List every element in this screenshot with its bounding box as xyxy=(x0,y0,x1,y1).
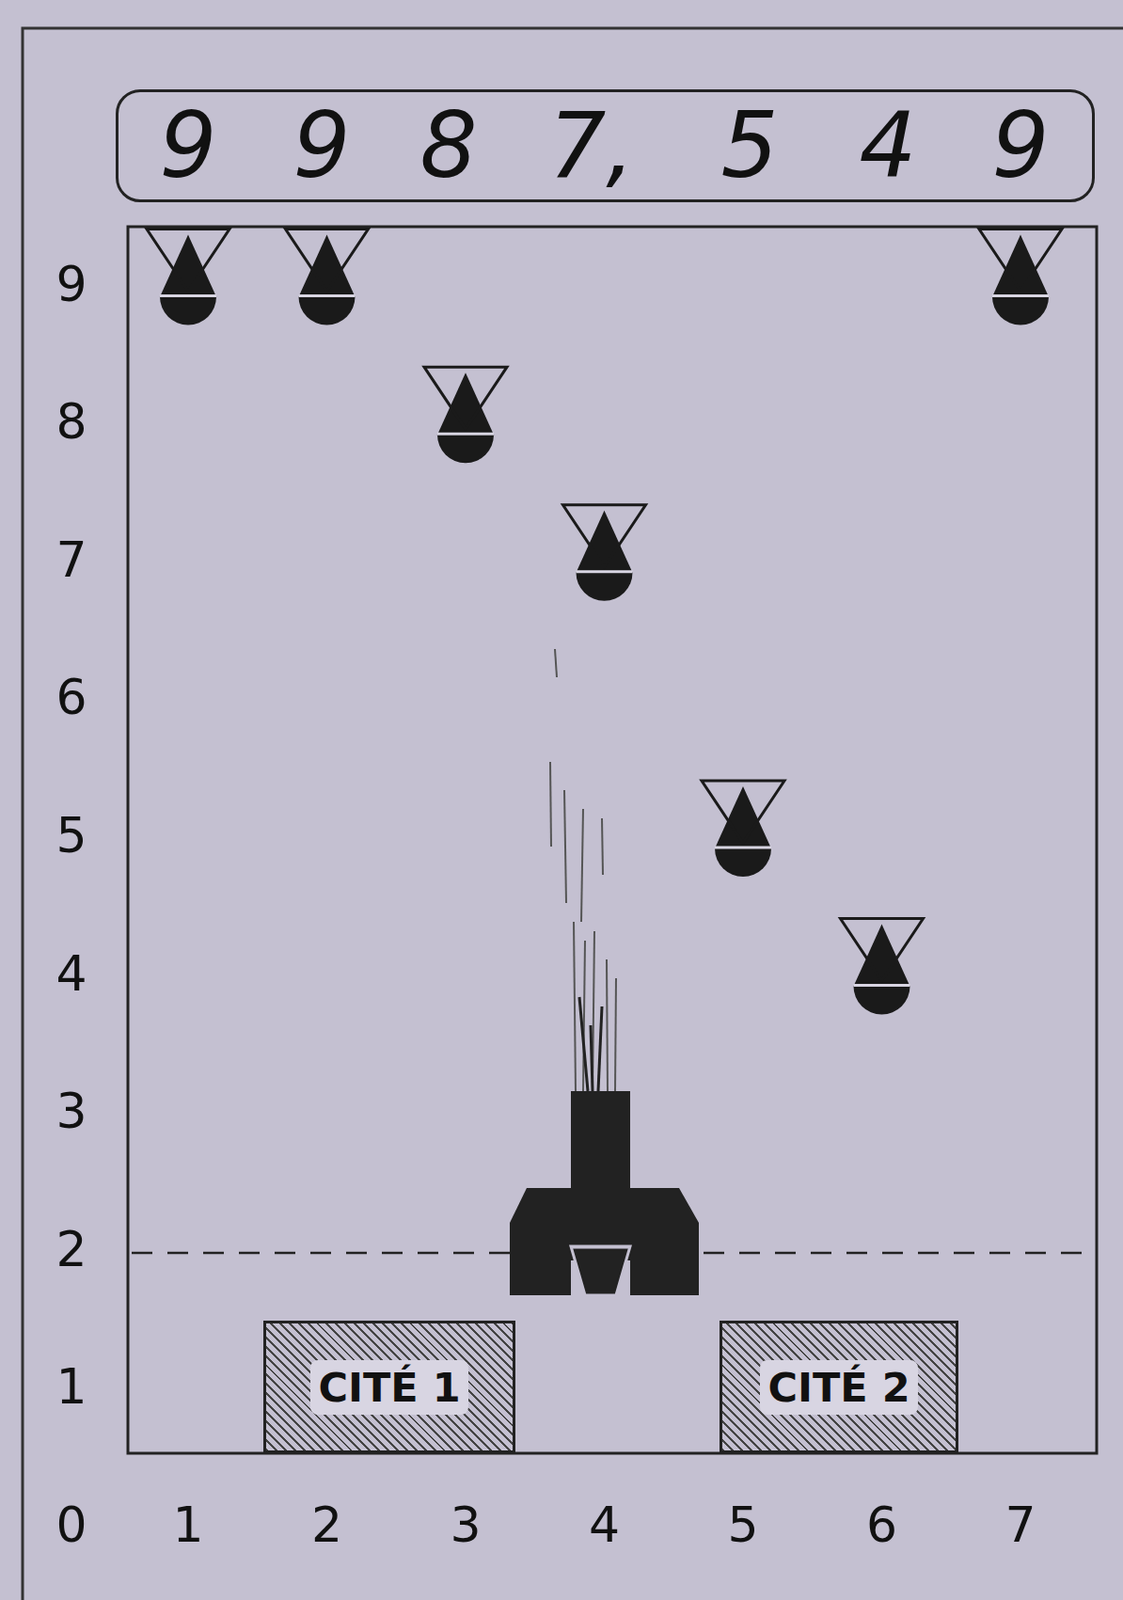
y-axis-number: 3 xyxy=(55,1086,87,1136)
y-axis-number: 9 xyxy=(55,259,87,309)
y-axis-number: 8 xyxy=(55,396,87,446)
bomb-fin xyxy=(563,505,647,568)
y-axis-number: 5 xyxy=(55,810,87,860)
display-digit: 8 xyxy=(419,100,477,191)
x-axis-number: 1 xyxy=(172,1500,204,1550)
bomb-band xyxy=(437,432,494,436)
display-digit: 7, xyxy=(548,100,635,191)
x-axis-number: 4 xyxy=(588,1500,620,1550)
bomb-fin xyxy=(701,780,785,843)
y-axis-number: 4 xyxy=(55,949,87,998)
bomb-band xyxy=(714,846,772,850)
display-digit: 9 xyxy=(158,100,217,191)
bomb-body xyxy=(992,235,1049,326)
x-axis-number: 2 xyxy=(311,1500,343,1550)
city-label: CITÉ 2 xyxy=(759,1360,918,1415)
y-axis-number: 2 xyxy=(55,1224,87,1274)
y-axis-number: 6 xyxy=(55,672,87,722)
outer-frame xyxy=(22,28,1123,1600)
bomb-band xyxy=(992,294,1049,298)
bombs xyxy=(146,229,1062,1015)
bomb-fin xyxy=(424,366,507,429)
y-axis-number: 1 xyxy=(55,1361,87,1411)
bomb-band xyxy=(159,294,217,298)
bomb-band xyxy=(854,983,911,987)
bomb-fin xyxy=(285,229,369,292)
bomb-fin xyxy=(146,229,230,292)
game-field xyxy=(127,226,1097,1454)
y-axis-number: 0 xyxy=(55,1500,87,1550)
bomb-body xyxy=(714,786,772,877)
x-axis-number: 7 xyxy=(1004,1500,1036,1550)
display-digit: 4 xyxy=(858,100,917,191)
y-axis-number: 7 xyxy=(55,535,87,585)
bomb-body xyxy=(854,924,911,1015)
city-label: CITÉ 1 xyxy=(310,1360,468,1415)
bomb-body xyxy=(159,235,217,326)
bomb-body xyxy=(437,372,494,463)
display-digit: 9 xyxy=(292,100,350,191)
bomb-body xyxy=(299,235,356,326)
bomb-fin xyxy=(840,918,924,981)
bomb-fin xyxy=(979,229,1062,292)
x-axis-number: 5 xyxy=(727,1500,759,1550)
display-digit: 5 xyxy=(720,100,778,191)
missile-launcher xyxy=(509,1091,699,1296)
x-axis-number: 3 xyxy=(449,1500,481,1550)
display-digit: 9 xyxy=(991,100,1049,191)
city-box: CITÉ 2 xyxy=(719,1320,959,1454)
exhaust xyxy=(550,648,617,1092)
bomb-band xyxy=(299,294,356,298)
bomb-band xyxy=(576,569,633,573)
x-axis-number: 6 xyxy=(866,1500,898,1550)
score-display: 9987,549 xyxy=(115,89,1095,203)
city-box: CITÉ 1 xyxy=(263,1320,516,1454)
bomb-body xyxy=(576,510,633,602)
